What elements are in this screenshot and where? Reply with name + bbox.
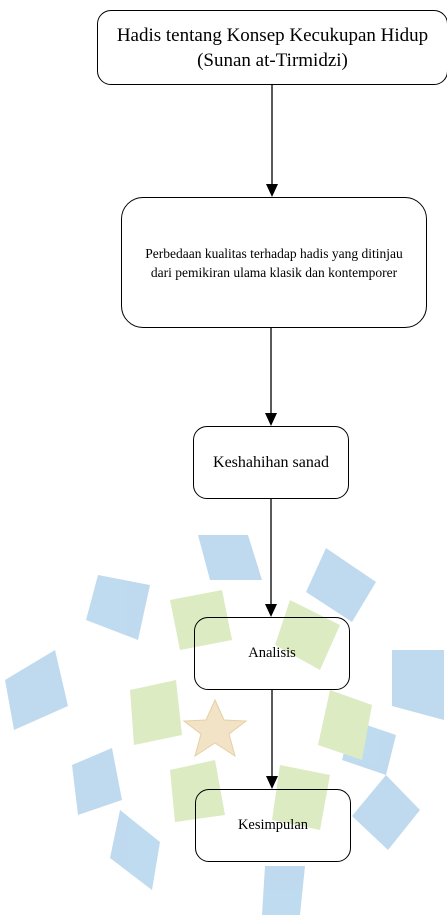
node-hadis-kecukupan-hidup: Hadis tentang Konsep Kecukupan Hidup (Su…	[97, 10, 447, 85]
node-label: Analisis	[248, 645, 296, 661]
arrow-n1-n2	[266, 85, 278, 197]
node-keshahihan-sanad: Keshahihan sanad	[193, 426, 349, 499]
arrow-n4-n5	[266, 690, 278, 789]
watermark-center-star	[182, 698, 248, 758]
node-label: Kesimpulan	[237, 817, 309, 833]
node-label: Keshahihan sanad	[213, 453, 329, 471]
node-kesimpulan: Kesimpulan	[195, 789, 351, 862]
arrow-n3-n4	[265, 499, 277, 617]
arrow-n2-n3	[265, 328, 277, 426]
node-perbedaan-kualitas: Perbedaan kualitas terhadap hadis yang d…	[121, 197, 427, 328]
node-label: Hadis tentang Konsep Kecukupan Hidup (Su…	[116, 24, 429, 71]
node-analisis: Analisis	[194, 617, 350, 690]
node-label: Perbedaan kualitas terhadap hadis yang d…	[145, 245, 403, 280]
watermark-inner-ring	[130, 590, 372, 830]
